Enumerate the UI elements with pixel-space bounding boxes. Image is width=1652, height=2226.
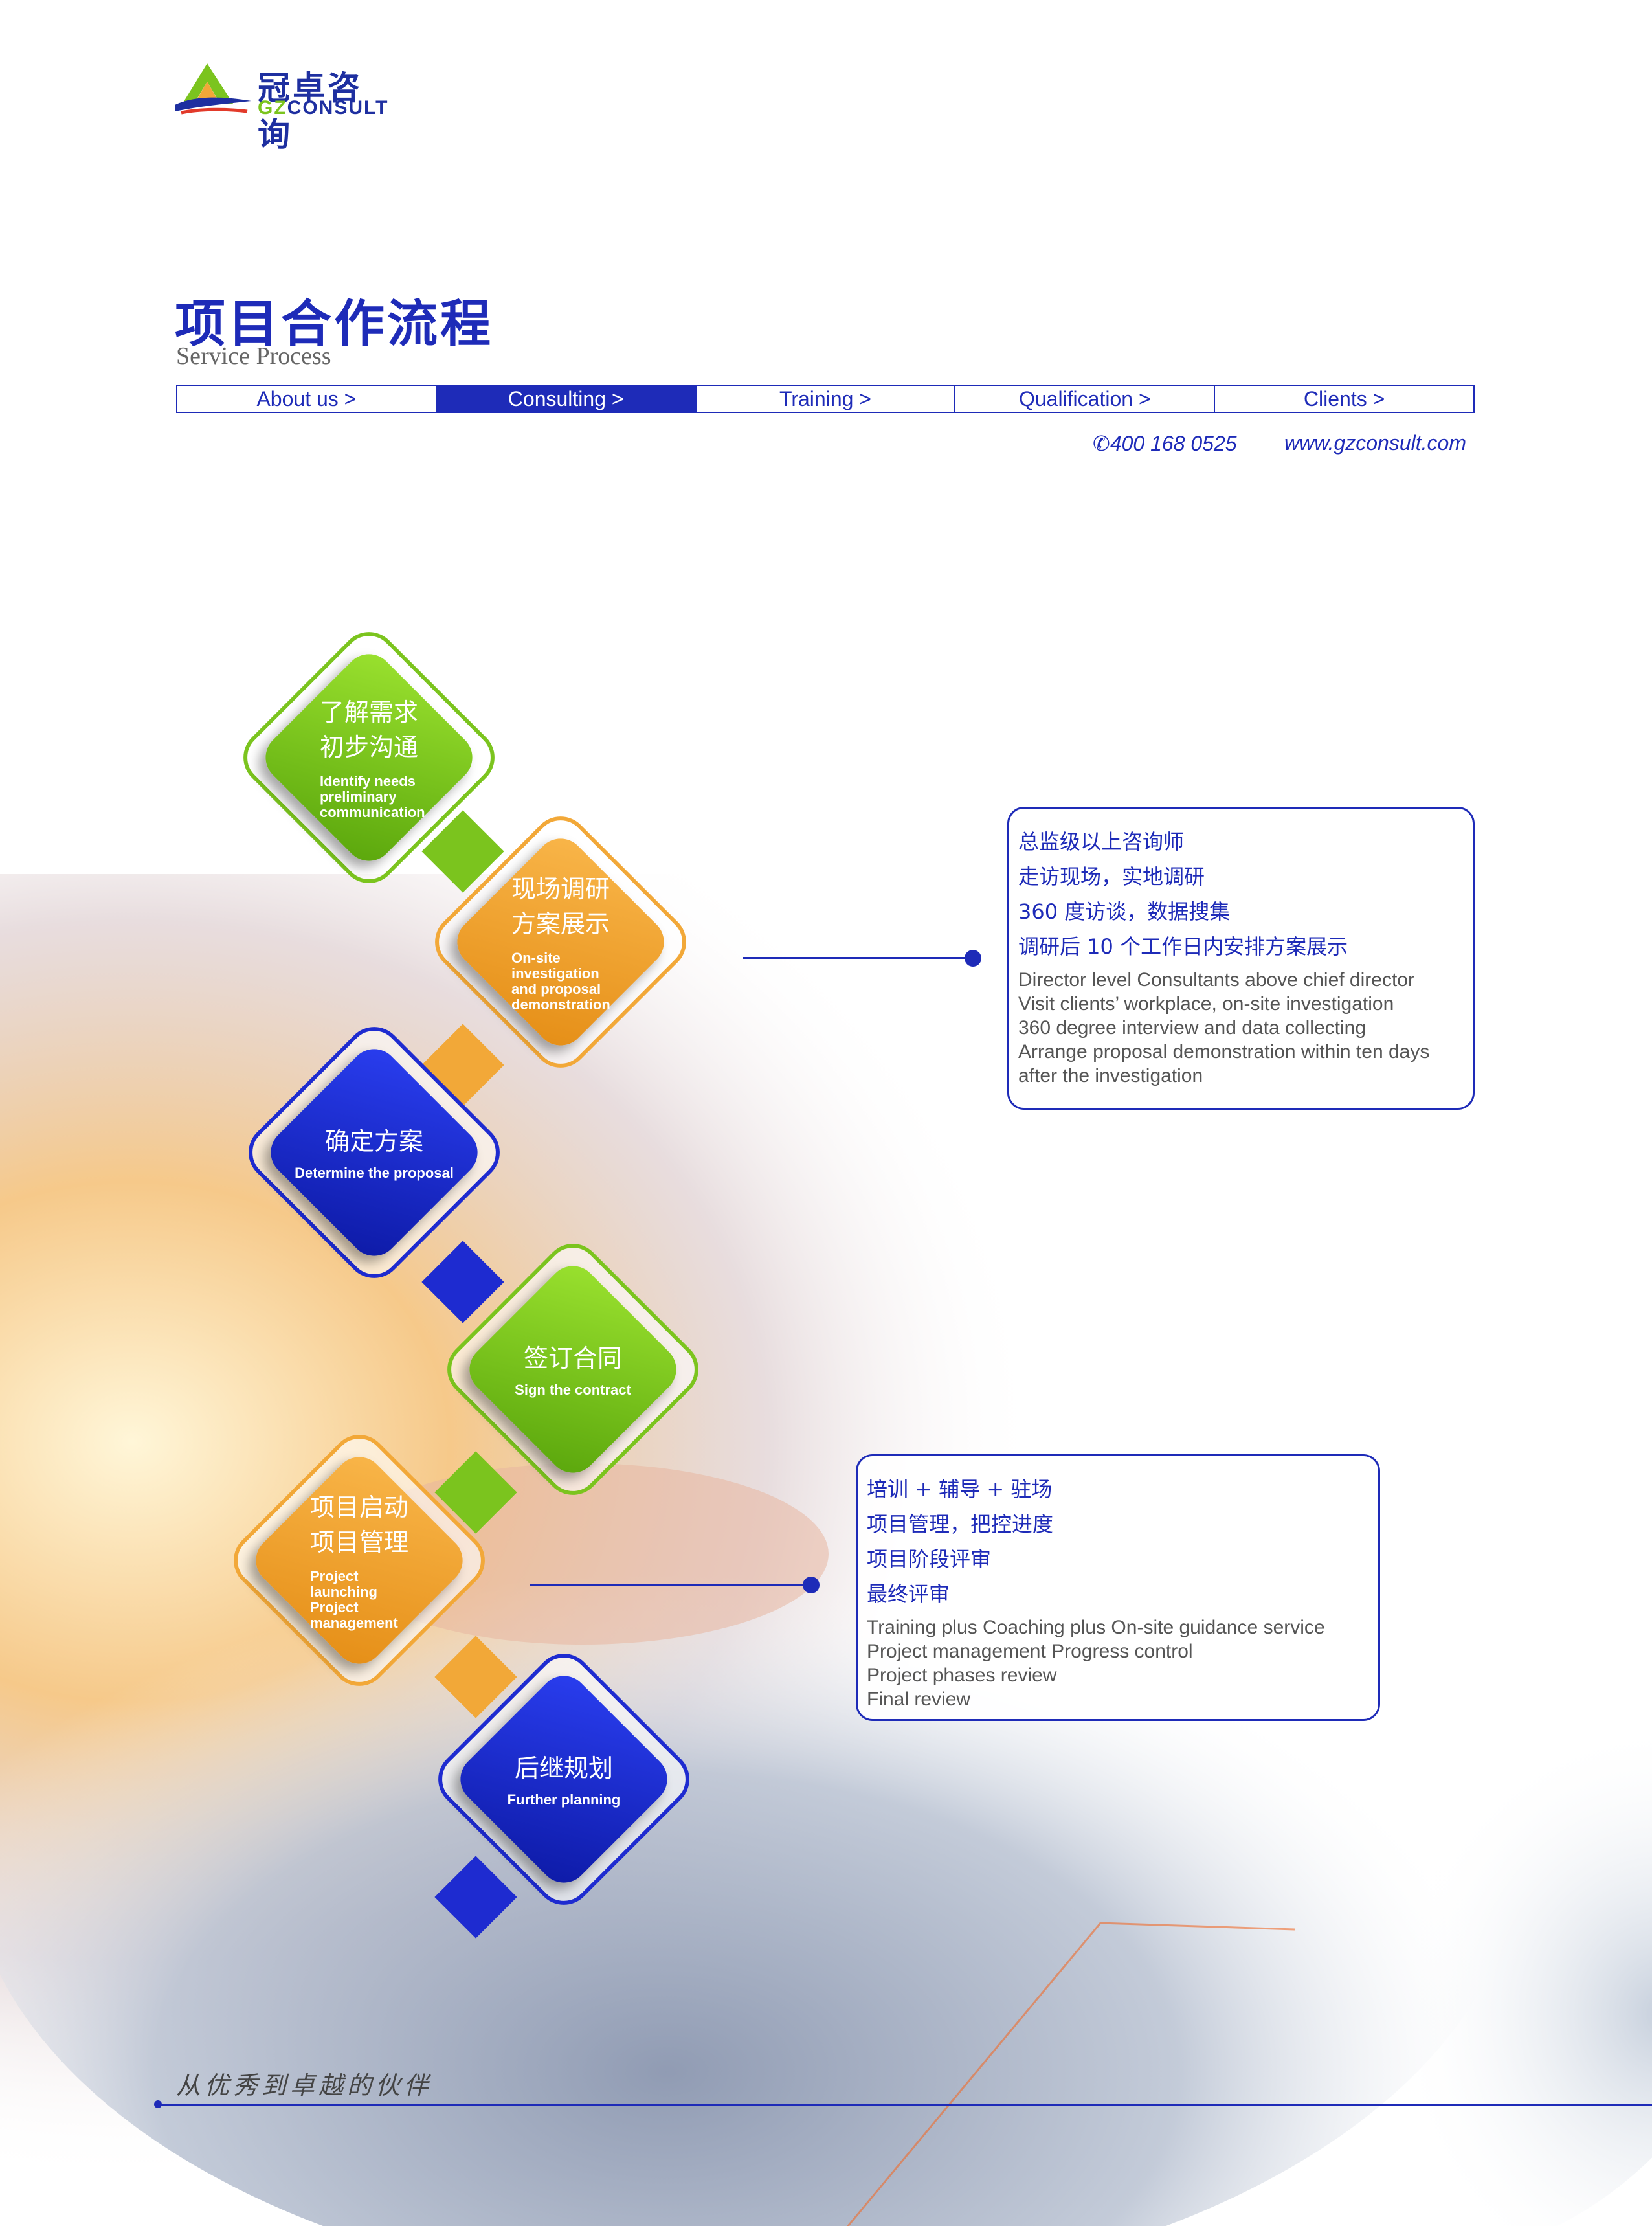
step-5-en-line3: Project <box>310 1599 359 1615</box>
step-identify-needs: 了解需求 初步沟通 Identify needs preliminary com… <box>231 620 507 895</box>
info-1-cn-line3: 360 度访谈，数据搜集 <box>1018 899 1231 924</box>
page-subtitle: Service Process <box>176 343 331 370</box>
contact-phone[interactable]: ✆400 168 0525 <box>1093 432 1237 455</box>
step-1-en-line1: Identify needs <box>320 773 416 789</box>
leader-dot-1 <box>965 950 981 967</box>
phone-icon: ✆ <box>1093 432 1110 455</box>
footer-divider <box>157 2104 1652 2106</box>
leader-line-2 <box>530 1584 812 1586</box>
info-2-en-line3: Project phases review <box>867 1665 1057 1686</box>
tab-consulting[interactable]: Consulting > <box>435 386 695 412</box>
info-2-cn-line4: 最终评审 <box>867 1582 950 1606</box>
step-further-planning: 后继规划 Further planning <box>426 1641 702 1917</box>
step-2-title-line1: 现场调研 <box>511 875 610 903</box>
logo-mark-icon <box>175 63 251 115</box>
info-1-cn-line4: 调研后 10 个工作日内安排方案展示 <box>1018 934 1348 959</box>
step-2-en-line2: investigation <box>511 965 599 982</box>
step-1-title-line1: 了解需求 <box>319 698 418 726</box>
step-5-en-line1: Project <box>310 1568 359 1584</box>
step-2-title-line2: 方案展示 <box>511 910 610 938</box>
step-sign-contract: 签订合同 Sign the contract <box>435 1231 711 1507</box>
step-1-en-line3: communication <box>320 804 425 820</box>
logo-cn-text: 冠卓咨询 <box>258 70 363 153</box>
step-5-title-line1: 项目启动 <box>309 1493 408 1522</box>
info-2-cn-line1: 培训 + 辅导 + 驻场 <box>867 1477 1053 1501</box>
info-1-cn-line1: 总监级以上咨询师 <box>1018 829 1185 854</box>
step-onsite-investigation: 现场调研 方案展示 On-site investigation and prop… <box>423 804 698 1080</box>
info-box-project-management: 培训 + 辅导 + 驻场 项目管理，把控进度 项目阶段评审 最终评审 Train… <box>856 1454 1380 1721</box>
step-4-en: Sign the contract <box>515 1382 631 1398</box>
info-1-en-line3: 360 degree interview and data collecting <box>1018 1017 1367 1039</box>
info-1-en-line2: Visit clients’ workplace, on-site invest… <box>1018 993 1394 1015</box>
info-box-investigation: 总监级以上咨询师 走访现场，实地调研 360 度访谈，数据搜集 调研后 10 个… <box>1007 807 1475 1110</box>
step-5-en-line4: management <box>310 1615 398 1631</box>
step-2-en-line1: On-site <box>511 950 561 966</box>
info-1-cn-line2: 走访现场，实地调研 <box>1018 864 1205 889</box>
info-2-en-line2: Project management Progress control <box>867 1641 1193 1662</box>
info-1-en-line4: Arrange proposal demonstration within te… <box>1018 1041 1430 1062</box>
brand-logo: 冠卓咨询 GZCONSULT <box>175 58 395 153</box>
tab-training[interactable]: Training > <box>695 386 955 412</box>
step-5-en-line2: launching <box>310 1584 377 1600</box>
step-2-en-line4: demonstration <box>511 996 610 1013</box>
info-2-en-line4: Final review <box>867 1689 971 1710</box>
leader-dot-2 <box>803 1577 820 1593</box>
step-4-title: 签订合同 <box>523 1344 622 1373</box>
page-title: 项目合作流程 <box>175 295 494 354</box>
info-2-cn-line2: 项目管理，把控进度 <box>867 1512 1054 1536</box>
logo-en-text: GZCONSULT <box>258 97 389 118</box>
tab-about-us[interactable]: About us > <box>256 387 357 410</box>
step-determine-proposal: 确定方案 Determine the proposal <box>236 1015 512 1290</box>
step-1-en-line2: preliminary <box>320 789 397 805</box>
nav-bar: About us > Consulting > Training > Quali… <box>176 385 1475 413</box>
info-2-en-line1: Training plus Coaching plus On-site guid… <box>867 1617 1325 1638</box>
footer-slogan: 从优秀到卓越的伙伴 <box>176 2071 433 2100</box>
info-1-en-line1: Director level Consultants above chief d… <box>1018 969 1414 991</box>
step-1-title-line2: 初步沟通 <box>319 733 418 761</box>
tab-qualification[interactable]: Qualification > <box>954 386 1214 412</box>
step-3-title: 确定方案 <box>324 1127 423 1156</box>
contact-website[interactable]: www.gzconsult.com <box>1284 431 1466 455</box>
info-1-en-line5: after the investigation <box>1018 1065 1203 1086</box>
step-6-title: 后继规划 <box>514 1754 613 1782</box>
tab-clients[interactable]: Clients > <box>1214 386 1473 412</box>
step-6-en: Further planning <box>507 1792 621 1808</box>
step-3-en: Determine the proposal <box>295 1165 454 1181</box>
step-5-title-line2: 项目管理 <box>309 1528 408 1557</box>
leader-line-1 <box>743 957 972 959</box>
step-project-launching: 项目启动 项目管理 Project launching Project mana… <box>221 1422 497 1698</box>
info-2-cn-line3: 项目阶段评审 <box>867 1547 992 1571</box>
step-2-en-line3: and proposal <box>511 981 601 997</box>
